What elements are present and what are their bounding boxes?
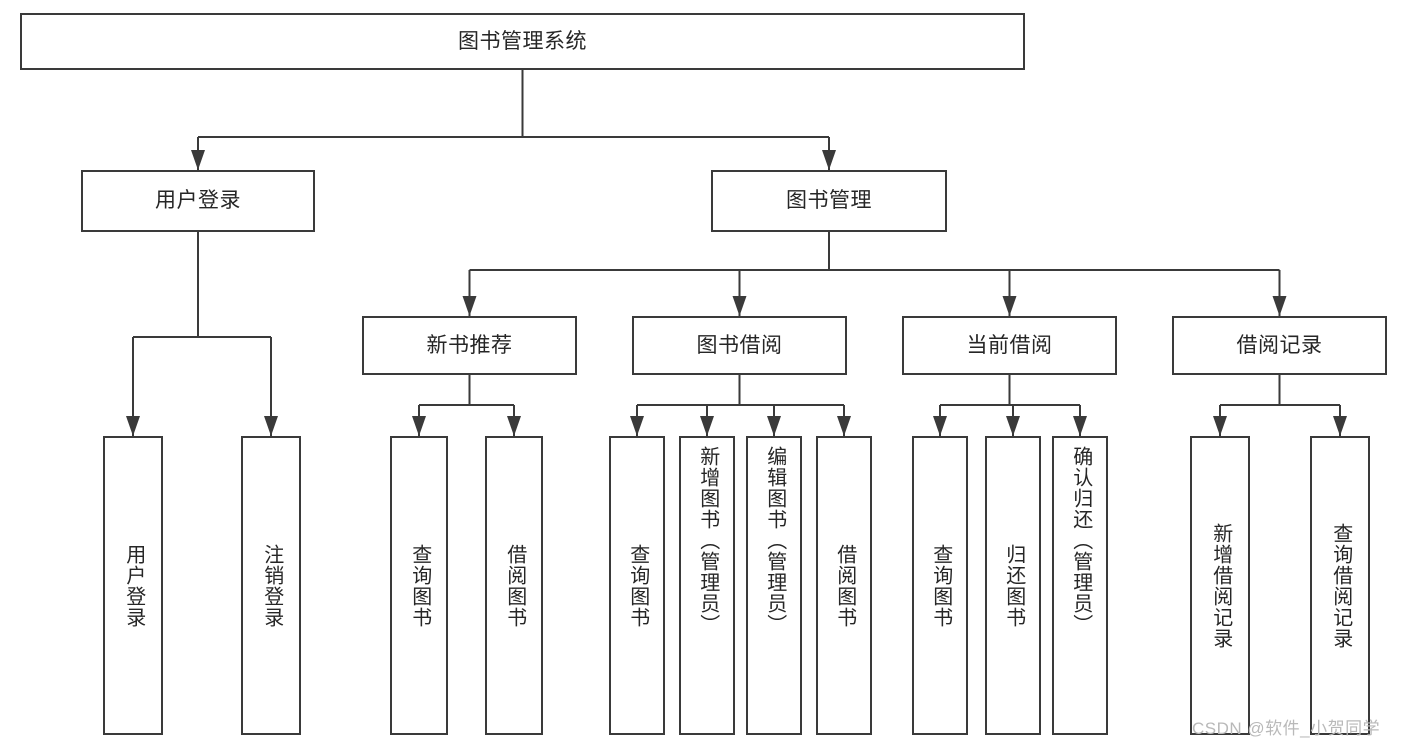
- node-leaf-rec-add[interactable]: 新增借阅记录: [1190, 436, 1250, 735]
- edge-arrowhead: [933, 416, 947, 436]
- node-label: 新增图书（管理员）: [696, 446, 719, 635]
- edge-arrowhead: [1272, 296, 1287, 316]
- node-leaf-cur-return[interactable]: 归还图书: [985, 436, 1041, 735]
- node-book-manage[interactable]: 图书管理: [711, 170, 947, 232]
- node-label: 借阅记录: [1236, 333, 1323, 357]
- node-label: 图书管理系统: [458, 29, 587, 53]
- csdn-watermark: CSDN @软件_小贺同学: [1192, 719, 1381, 738]
- node-label: 归还图书: [1002, 543, 1025, 628]
- edge-arrowhead: [732, 296, 747, 316]
- edge-arrowhead: [1333, 416, 1347, 436]
- node-leaf-cur-query[interactable]: 查询图书: [912, 436, 968, 735]
- node-leaf-borrow-edit[interactable]: 编辑图书（管理员）: [746, 436, 802, 735]
- node-label: 借阅图书: [833, 543, 856, 628]
- edge-arrowhead: [507, 416, 521, 436]
- node-new-book-rec[interactable]: 新书推荐: [362, 316, 577, 375]
- node-label: 当前借阅: [966, 333, 1053, 357]
- edge-arrowhead: [700, 416, 714, 436]
- edge-arrowhead: [126, 416, 140, 436]
- node-label: 编辑图书（管理员）: [763, 446, 786, 635]
- node-label: 确认归还（管理员）: [1069, 446, 1092, 635]
- node-label: 查询图书: [626, 543, 649, 628]
- edge-arrowhead: [191, 150, 205, 170]
- edge-arrowhead: [1213, 416, 1227, 436]
- node-label: 注销登录: [260, 543, 283, 628]
- node-leaf-rec-borrow[interactable]: 借阅图书: [485, 436, 543, 735]
- node-book-borrow[interactable]: 图书借阅: [632, 316, 847, 375]
- node-root[interactable]: 图书管理系统: [20, 13, 1025, 70]
- edge-arrowhead: [264, 416, 278, 436]
- node-label: 借阅图书: [503, 543, 526, 628]
- edge-arrowhead: [837, 416, 851, 436]
- node-label: 查询图书: [929, 543, 952, 628]
- node-user-login[interactable]: 用户登录: [81, 170, 315, 232]
- node-leaf-cur-confirm[interactable]: 确认归还（管理员）: [1052, 436, 1108, 735]
- edge-arrowhead: [1006, 416, 1020, 436]
- node-leaf-rec-query2[interactable]: 查询借阅记录: [1310, 436, 1370, 735]
- edge-arrowhead: [462, 296, 477, 316]
- node-leaf-user-logout[interactable]: 注销登录: [241, 436, 301, 735]
- node-label: 用户登录: [122, 543, 145, 628]
- edge-arrowhead: [412, 416, 426, 436]
- node-borrow-record[interactable]: 借阅记录: [1172, 316, 1387, 375]
- edge-arrowhead: [1002, 296, 1017, 316]
- node-label: 用户登录: [155, 189, 241, 213]
- node-label: 查询图书: [408, 543, 431, 628]
- node-label: 查询借阅记录: [1329, 522, 1352, 649]
- node-leaf-rec-query[interactable]: 查询图书: [390, 436, 448, 735]
- node-current-borrow[interactable]: 当前借阅: [902, 316, 1117, 375]
- edge-arrowhead: [822, 150, 836, 170]
- node-label: 新书推荐: [426, 333, 513, 357]
- node-label: 图书管理: [786, 189, 872, 213]
- node-leaf-borrow-add[interactable]: 新增图书（管理员）: [679, 436, 735, 735]
- node-leaf-user-login[interactable]: 用户登录: [103, 436, 163, 735]
- edge-arrowhead: [1073, 416, 1087, 436]
- node-leaf-borrow-lend[interactable]: 借阅图书: [816, 436, 872, 735]
- node-leaf-borrow-query[interactable]: 查询图书: [609, 436, 665, 735]
- edge-arrowhead: [630, 416, 644, 436]
- edge-arrowhead: [767, 416, 781, 436]
- node-label: 新增借阅记录: [1209, 522, 1232, 649]
- node-label: 图书借阅: [696, 333, 783, 357]
